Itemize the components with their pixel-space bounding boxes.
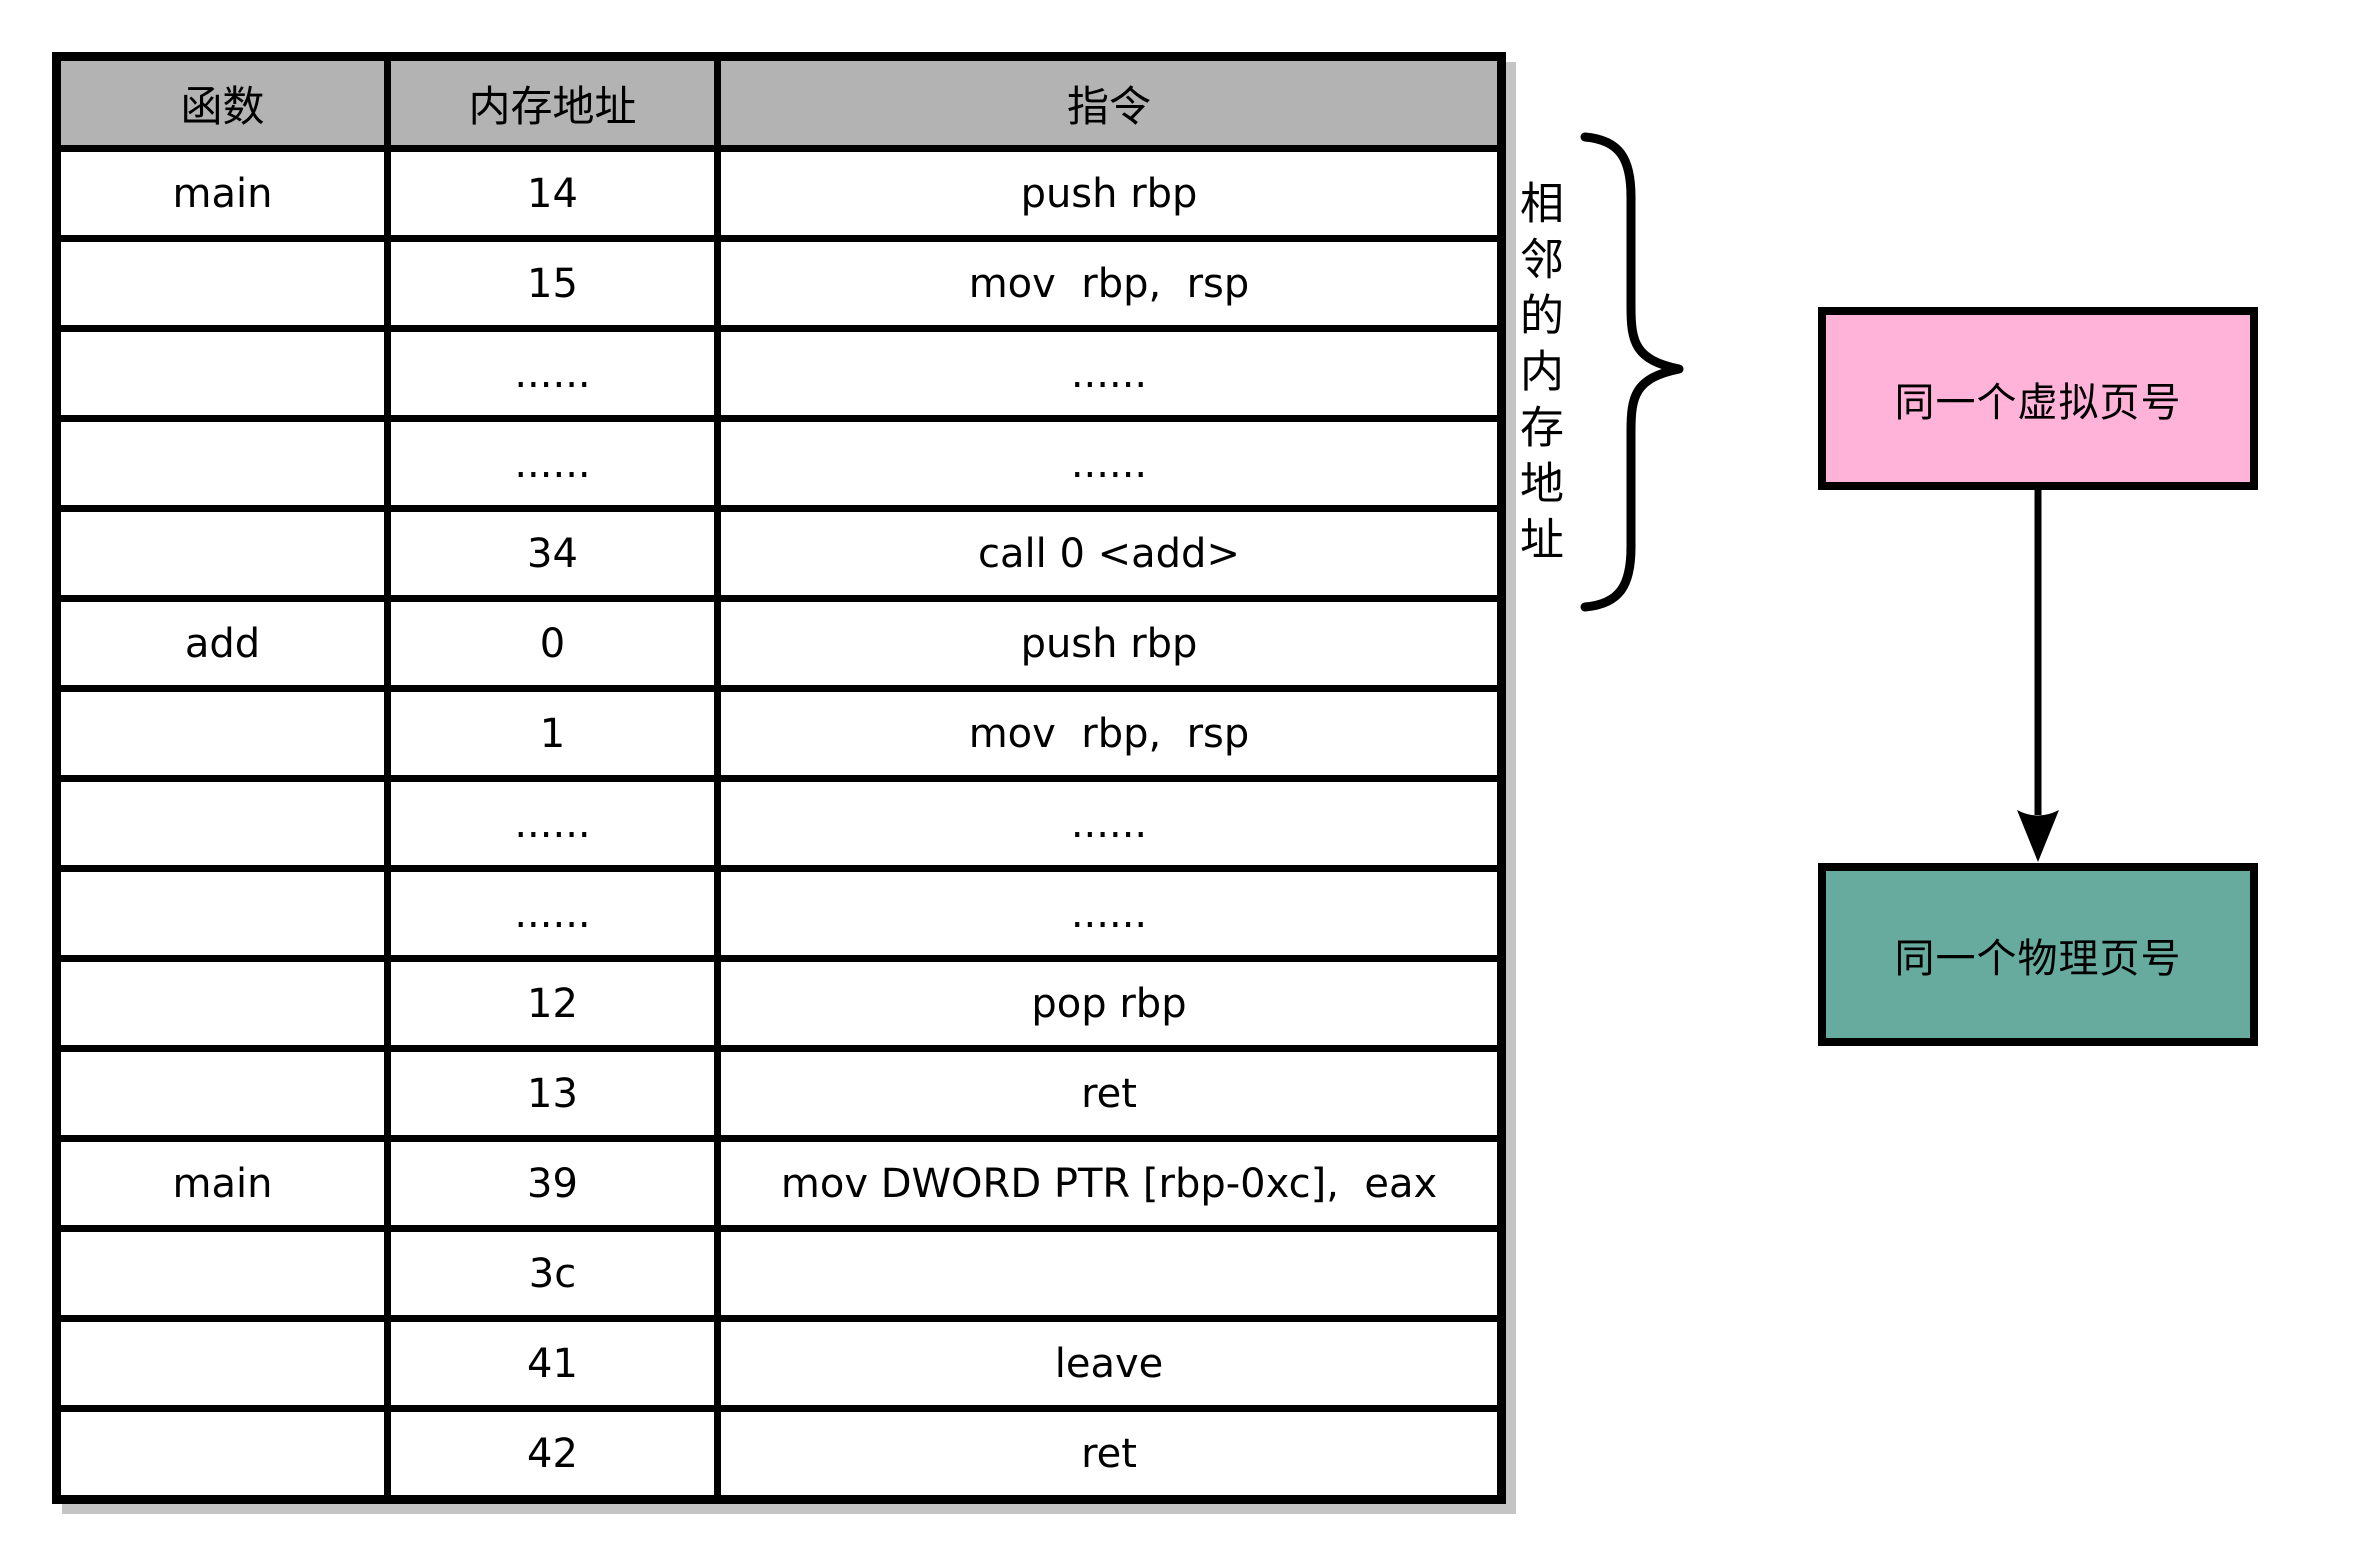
cell-addr: 42 xyxy=(384,1405,721,1503)
table-row: main 39 mov DWORD PTR [rbp-0xc], eax xyxy=(53,1135,1505,1232)
cell-addr: 1 xyxy=(384,685,721,782)
instruction-table: 函数 内存地址 指令 main 14 push rbp 15 mov rbp, … xyxy=(52,52,1506,1504)
cell-addr: 15 xyxy=(384,235,721,332)
table-row: 13 ret xyxy=(53,1045,1505,1142)
cell-addr: 14 xyxy=(384,145,721,242)
cell-instr: leave xyxy=(714,1315,1505,1412)
cell-instr: push rbp xyxy=(714,595,1505,692)
physical-page-label: 同一个物理页号 xyxy=(1894,935,2182,982)
table-row: add 0 push rbp xyxy=(53,595,1505,692)
cell-instr: mov DWORD PTR [rbp-0xc], eax xyxy=(714,1135,1505,1232)
cell-func xyxy=(53,865,391,962)
table-row: 12 pop rbp xyxy=(53,955,1505,1052)
table-header-row: 函数 内存地址 指令 xyxy=(53,53,1505,152)
cell-instr: mov rbp, rsp xyxy=(714,235,1505,332)
cell-func xyxy=(53,1225,391,1322)
cell-func xyxy=(53,325,391,422)
header-instruction: 指令 xyxy=(714,53,1505,152)
table-row: ...... ...... xyxy=(53,415,1505,512)
cell-addr: 3c xyxy=(384,1225,721,1322)
cell-func xyxy=(53,505,391,602)
cell-addr: ...... xyxy=(384,415,721,512)
cell-addr: ...... xyxy=(384,775,721,872)
cell-addr: 0 xyxy=(384,595,721,692)
cell-func xyxy=(53,1405,391,1503)
cell-func xyxy=(53,775,391,872)
table-row: 3c xyxy=(53,1225,1505,1322)
down-arrow-icon xyxy=(2017,490,2059,862)
table-row: ...... ...... xyxy=(53,775,1505,872)
virtual-page-label: 同一个虚拟页号 xyxy=(1894,379,2182,426)
virtual-page-box: 同一个虚拟页号 xyxy=(1818,307,2258,490)
physical-page-box: 同一个物理页号 xyxy=(1818,863,2258,1046)
table-row: 15 mov rbp, rsp xyxy=(53,235,1505,332)
cell-addr: 34 xyxy=(384,505,721,602)
cell-instr: ret xyxy=(714,1405,1505,1503)
cell-func: main xyxy=(53,145,391,242)
cell-addr: 13 xyxy=(384,1045,721,1142)
cell-instr: ret xyxy=(714,1045,1505,1142)
cell-instr xyxy=(714,1225,1505,1322)
cell-func xyxy=(53,235,391,332)
cell-instr: ...... xyxy=(714,775,1505,872)
curly-brace-icon xyxy=(1580,132,1684,612)
cell-func xyxy=(53,1045,391,1142)
cell-addr: 12 xyxy=(384,955,721,1052)
table-row: 34 call 0 <add> xyxy=(53,505,1505,602)
adjacent-memory-label: 相邻的内存地址 xyxy=(1512,180,1563,572)
table-row: ...... ...... xyxy=(53,865,1505,962)
table-row: 41 leave xyxy=(53,1315,1505,1412)
table-row: ...... ...... xyxy=(53,325,1505,422)
table-row: main 14 push rbp xyxy=(53,145,1505,242)
header-memory-address: 内存地址 xyxy=(384,53,721,152)
cell-func xyxy=(53,955,391,1052)
cell-instr: mov rbp, rsp xyxy=(714,685,1505,782)
cell-addr: ...... xyxy=(384,325,721,422)
cell-instr: pop rbp xyxy=(714,955,1505,1052)
cell-addr: ...... xyxy=(384,865,721,962)
cell-addr: 39 xyxy=(384,1135,721,1232)
table-row: 1 mov rbp, rsp xyxy=(53,685,1505,782)
cell-addr: 41 xyxy=(384,1315,721,1412)
table-row: 42 ret xyxy=(53,1405,1505,1503)
cell-instr: ...... xyxy=(714,325,1505,422)
header-function: 函数 xyxy=(53,53,391,152)
cell-func xyxy=(53,415,391,512)
cell-func: main xyxy=(53,1135,391,1232)
cell-func: add xyxy=(53,595,391,692)
cell-func xyxy=(53,685,391,782)
cell-instr: call 0 <add> xyxy=(714,505,1505,602)
cell-instr: ...... xyxy=(714,865,1505,962)
cell-instr: push rbp xyxy=(714,145,1505,242)
cell-func xyxy=(53,1315,391,1412)
cell-instr: ...... xyxy=(714,415,1505,512)
